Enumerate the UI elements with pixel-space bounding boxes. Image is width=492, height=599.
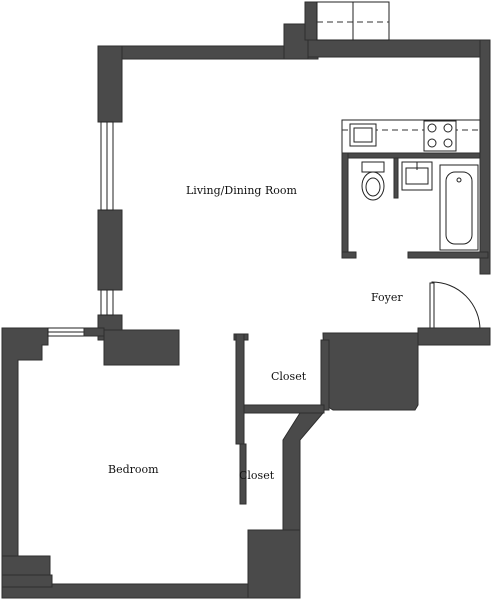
bathroom-sink-icon: [401, 161, 433, 191]
stove-icon: [423, 120, 457, 152]
bedroom-label: Bedroom: [108, 463, 159, 476]
closet-lower-label: Closet: [239, 469, 275, 482]
living-room-window: [100, 121, 114, 316]
bedroom-walls: [1, 327, 301, 599]
closet-walls: [233, 333, 325, 531]
closet-upper-label: Closet: [271, 370, 307, 383]
foyer-label: Foyer: [371, 291, 403, 304]
kitchen-sink-icon: [349, 123, 377, 147]
living-room-walls: [97, 1, 491, 366]
kitchen-counter: [341, 119, 481, 154]
entry-door: [429, 281, 481, 331]
bathtub-icon: [439, 164, 479, 251]
bathroom: [341, 152, 489, 259]
living-dining-room-label: Living/Dining Room: [186, 184, 297, 197]
toilet-icon: [361, 161, 385, 201]
balcony: [316, 1, 390, 41]
core-walls: [320, 327, 491, 411]
